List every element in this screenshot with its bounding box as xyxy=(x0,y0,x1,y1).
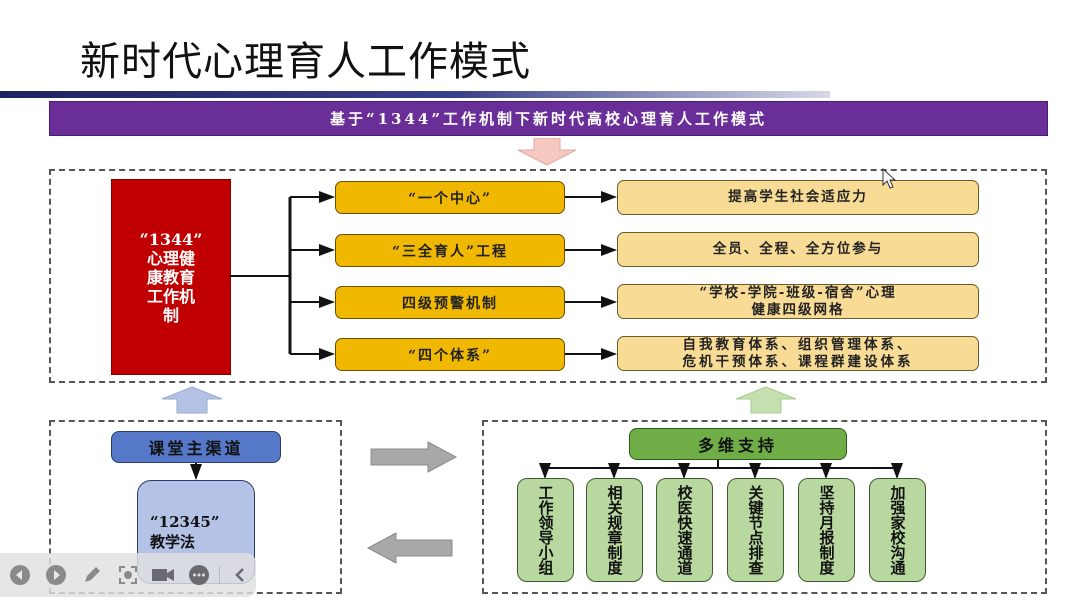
player-toolbar xyxy=(0,553,256,597)
more-button[interactable] xyxy=(183,559,215,591)
support-item-label: 工作领导小组 xyxy=(536,485,555,575)
support-item: 校医快速通道 xyxy=(656,478,713,582)
support-item-label: 加强家校沟通 xyxy=(888,485,907,575)
support-item-label: 关键节点排查 xyxy=(746,485,765,575)
result-line: “学校-学院-班级-宿舍”心理 xyxy=(699,284,897,301)
support-item: 工作领导小组 xyxy=(517,478,574,582)
core-line: 心理健 xyxy=(146,248,195,268)
support-item: 关键节点排查 xyxy=(727,478,784,582)
result-box: 提高学生社会适应力 xyxy=(617,180,979,215)
support-header: 多维支持 xyxy=(629,428,847,460)
next-icon xyxy=(45,565,66,585)
previous-button[interactable] xyxy=(4,559,36,591)
mouse-cursor-icon xyxy=(882,168,897,189)
banner: 基于“1344”工作机制下新时代高校心理育人工作模式 xyxy=(49,101,1048,136)
support-item-label: 相关规章制度 xyxy=(605,485,624,575)
branch-three-all: “三全育人”工程 xyxy=(335,234,565,267)
result-box: 自我教育体系、组织管理体系、 危机干预体系、课程群建设体系 xyxy=(617,336,979,371)
previous-icon xyxy=(9,565,30,585)
support-item: 相关规章制度 xyxy=(586,478,643,582)
support-item: 坚持月报制度 xyxy=(798,478,855,582)
collapse-toolbar-button[interactable] xyxy=(224,559,256,591)
mechanism-container xyxy=(49,169,1047,383)
core-line: 康教育 xyxy=(146,267,195,287)
branch-four-level-warning: 四级预警机制 xyxy=(335,286,565,319)
screenshot-icon xyxy=(118,566,137,584)
core-line: 制 xyxy=(162,305,179,325)
up-arrow-icon xyxy=(735,386,797,414)
result-line: 自我教育体系、组织管理体系、 xyxy=(682,336,914,353)
branch-one-center: “一个中心” xyxy=(335,181,565,214)
result-box: 全员、全程、全方位参与 xyxy=(617,232,979,267)
result-box: “学校-学院-班级-宿舍”心理 健康四级网格 xyxy=(617,284,979,319)
support-item-label: 校医快速通道 xyxy=(675,485,694,575)
support-item-label: 坚持月报制度 xyxy=(817,485,836,575)
screenshot-button[interactable] xyxy=(112,559,144,591)
pen-icon xyxy=(84,567,100,582)
classroom-header: 课堂主渠道 xyxy=(111,431,281,463)
left-arrow-icon xyxy=(366,532,453,564)
next-button[interactable] xyxy=(40,559,72,591)
up-arrow-icon xyxy=(161,386,223,414)
toolbar-divider xyxy=(219,566,221,584)
down-arrow-icon xyxy=(517,138,577,166)
right-arrow-icon xyxy=(370,441,458,473)
camera-icon xyxy=(152,569,175,581)
camera-button[interactable] xyxy=(147,559,179,591)
core-mechanism-box: “1344” 心理健 康教育 工作机 制 xyxy=(111,179,231,375)
support-container xyxy=(482,420,1047,594)
more-icon xyxy=(189,565,210,585)
result-line: 危机干预体系、课程群建设体系 xyxy=(682,353,914,370)
teaching-line: “12345” xyxy=(150,513,220,531)
pen-button[interactable] xyxy=(76,559,108,591)
core-line: 工作机 xyxy=(146,286,195,306)
core-line: “1344” xyxy=(139,229,203,249)
slide-title: 新时代心理育人工作模式 xyxy=(80,39,531,85)
teaching-line: 教学法 xyxy=(150,533,196,551)
branch-four-systems: “四个体系” xyxy=(335,338,565,371)
result-line: 健康四级网格 xyxy=(751,301,845,318)
support-item: 加强家校沟通 xyxy=(869,478,926,582)
collapse-icon xyxy=(235,568,244,582)
title-underline xyxy=(0,91,830,98)
